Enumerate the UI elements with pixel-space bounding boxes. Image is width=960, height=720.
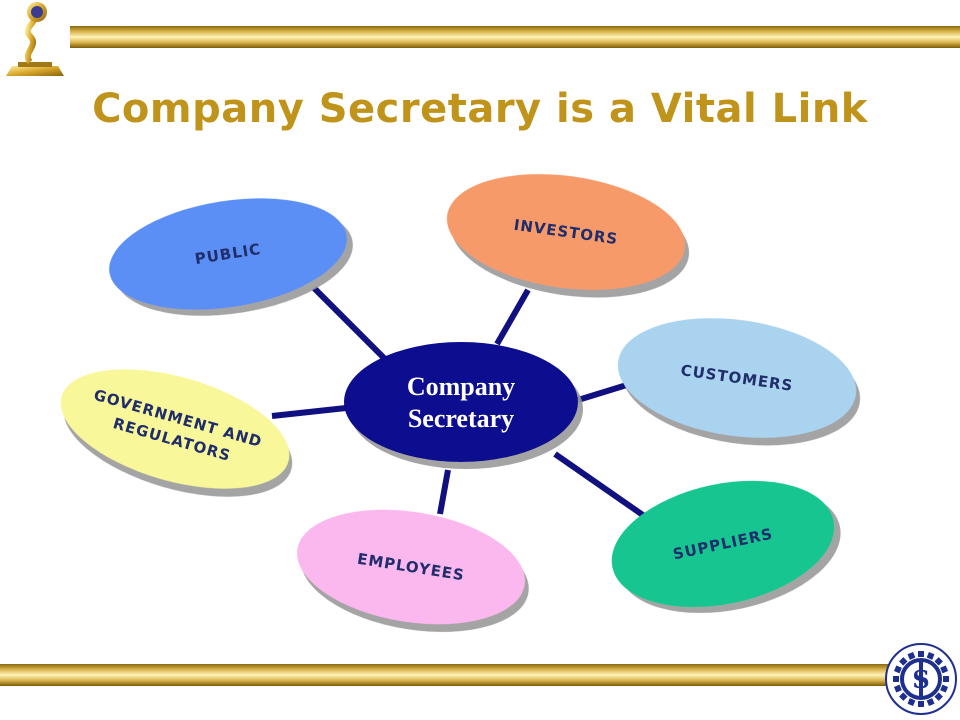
- top-gold-bar: [70, 26, 960, 48]
- node-employees: EMPLOYEES: [297, 509, 525, 625]
- node-ellipse-investors: [446, 174, 686, 290]
- bottom-gold-bar: [0, 664, 890, 686]
- node-ellipse-suppliers: [611, 480, 835, 608]
- node-ellipse-employees: [297, 509, 525, 625]
- award-trophy-icon: [6, 2, 64, 76]
- hub-ellipse: [344, 342, 578, 462]
- connector-suppliers: [553, 451, 652, 523]
- node-customers: CUSTOMERS: [617, 318, 857, 438]
- connector-government: [271, 405, 347, 419]
- connector-investors: [494, 288, 531, 346]
- page-title: Company Secretary is a Vital Link: [92, 86, 868, 132]
- connector-customers: [577, 381, 631, 403]
- node-government: GOVERNMENT ANDREGULATORS: [60, 369, 290, 489]
- connector-employees: [437, 469, 451, 515]
- node-suppliers: SUPPLIERS: [611, 480, 835, 608]
- node-ellipse-government: [60, 369, 290, 489]
- icsi-seal-icon: S: [885, 643, 957, 715]
- connector-public: [311, 285, 389, 363]
- node-public: PUBLIC: [109, 198, 347, 310]
- node-ellipse-customers: [617, 318, 857, 438]
- node-ellipse-public: [109, 198, 347, 310]
- node-investors: INVESTORS: [446, 174, 686, 290]
